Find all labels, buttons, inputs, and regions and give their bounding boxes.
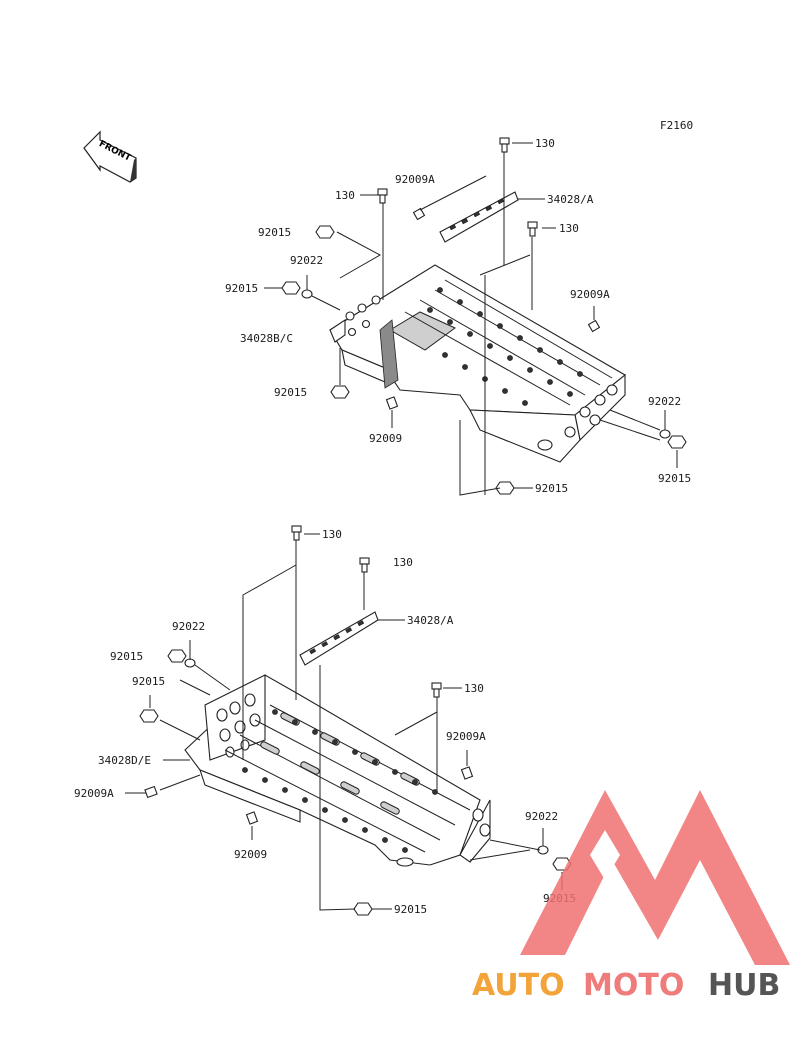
label-92009a: 92009A bbox=[570, 288, 610, 301]
label-92015: 92015 bbox=[110, 650, 143, 663]
svg-text:MOTO: MOTO bbox=[583, 968, 684, 1003]
lower-carrier-drawing bbox=[184, 674, 491, 867]
label-92015: 92015 bbox=[258, 226, 291, 239]
nut-icon bbox=[315, 225, 335, 239]
bolt-icon bbox=[291, 525, 302, 541]
upper-leader-lines bbox=[264, 142, 678, 496]
bolt-icon bbox=[527, 221, 538, 237]
nut-icon bbox=[167, 649, 187, 663]
bolt-icon bbox=[431, 682, 442, 698]
label-92009: 92009 bbox=[234, 848, 267, 861]
label-130: 130 bbox=[393, 556, 413, 569]
nut-icon bbox=[353, 902, 373, 916]
screw-icon bbox=[245, 811, 259, 825]
nut-icon bbox=[330, 385, 350, 399]
lower-leader-lines bbox=[125, 533, 563, 911]
nut-icon bbox=[139, 709, 159, 723]
bolt-icon bbox=[499, 137, 510, 153]
label-130: 130 bbox=[535, 137, 555, 150]
label-130: 130 bbox=[335, 189, 355, 202]
watermark-text: AUTO MOTO HUB bbox=[472, 968, 780, 1003]
nut-icon bbox=[495, 481, 515, 495]
washer-icon bbox=[184, 658, 196, 668]
label-130: 130 bbox=[559, 222, 579, 235]
label-130: 130 bbox=[464, 682, 484, 695]
upper-bracket-a bbox=[439, 191, 519, 243]
front-arrow-icon: FRONT bbox=[83, 130, 137, 183]
bolt-icon bbox=[359, 557, 370, 573]
label-92015: 92015 bbox=[132, 675, 165, 688]
label-92015: 92015 bbox=[225, 282, 258, 295]
svg-text:AUTO: AUTO bbox=[472, 968, 565, 1003]
lower-fasteners bbox=[139, 525, 572, 916]
label-34028-a: 34028/A bbox=[547, 193, 594, 206]
screw-icon bbox=[385, 396, 399, 410]
upper-carrier-drawing bbox=[329, 264, 626, 463]
label-92022: 92022 bbox=[290, 254, 323, 267]
label-92022: 92022 bbox=[648, 395, 681, 408]
label-92015: 92015 bbox=[274, 386, 307, 399]
label-34028d-e: 34028D/E bbox=[98, 754, 151, 767]
screw-icon bbox=[460, 766, 474, 780]
label-92015: 92015 bbox=[535, 482, 568, 495]
label-92022: 92022 bbox=[525, 810, 558, 823]
washer-icon bbox=[301, 289, 313, 299]
label-92009: 92009 bbox=[369, 432, 402, 445]
label-92009a: 92009A bbox=[74, 787, 114, 800]
label-92009a: 92009A bbox=[395, 173, 435, 186]
label-92015: 92015 bbox=[658, 472, 691, 485]
label-34028b-c: 34028B/C bbox=[240, 332, 293, 345]
label-92009a: 92009A bbox=[446, 730, 486, 743]
label-92015: 92015 bbox=[394, 903, 427, 916]
label-130: 130 bbox=[322, 528, 342, 541]
upper-assembly: 130 130 130 34028/A 92009A 92009A 92015 … bbox=[225, 137, 691, 496]
upper-fasteners bbox=[281, 137, 687, 495]
nut-icon bbox=[281, 281, 301, 295]
screw-icon bbox=[144, 785, 158, 799]
lower-assembly: 130 130 34028/A 92022 92015 92015 34028D… bbox=[74, 525, 576, 916]
figure-code: F2160 bbox=[660, 119, 693, 132]
bolt-icon bbox=[377, 188, 388, 204]
svg-text:HUB: HUB bbox=[708, 968, 780, 1003]
screw-icon bbox=[587, 319, 601, 333]
label-34028-a: 34028/A bbox=[407, 614, 454, 627]
watermark-logo bbox=[520, 790, 790, 965]
lower-bracket-a bbox=[299, 611, 379, 666]
washer-icon bbox=[659, 429, 671, 439]
screw-icon bbox=[412, 207, 426, 221]
nut-icon bbox=[667, 435, 687, 449]
label-92022: 92022 bbox=[172, 620, 205, 633]
